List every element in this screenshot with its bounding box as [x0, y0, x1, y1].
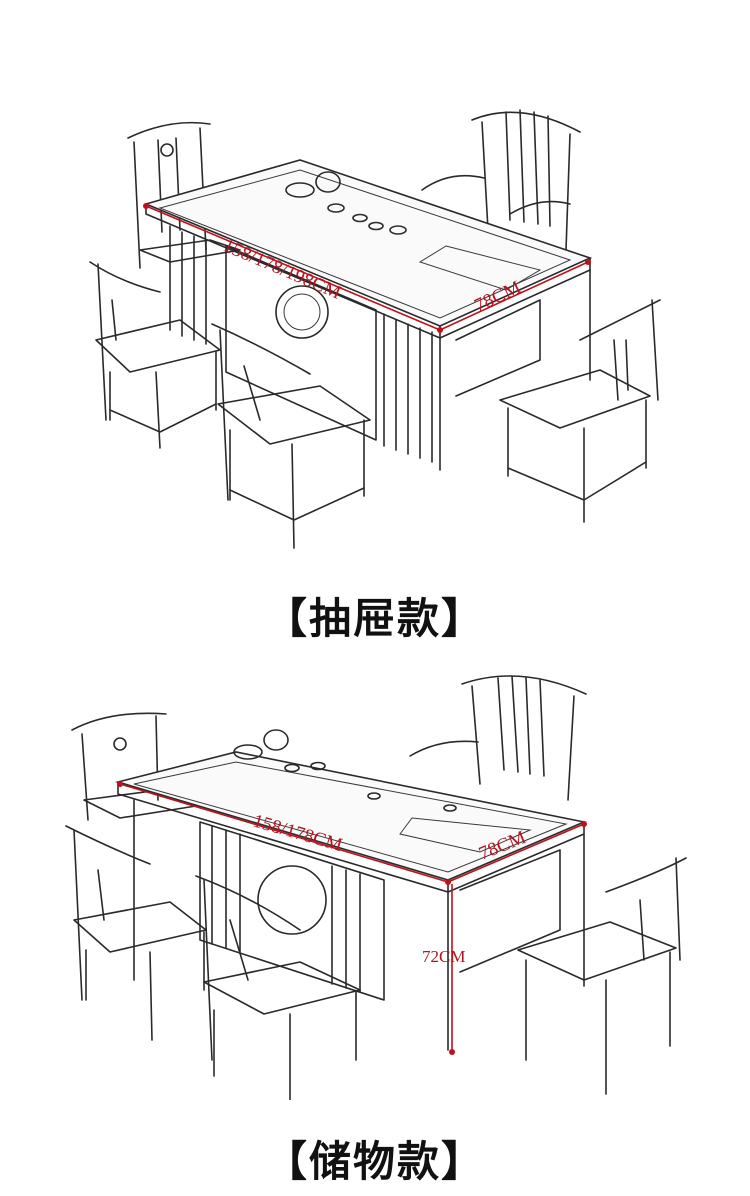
chair-front-left [65, 825, 207, 1041]
chair-front-center [195, 875, 361, 1100]
chair-back-left [71, 712, 197, 821]
drawer-version-caption: 【抽屉款】 [264, 594, 485, 643]
storage-version-caption: 【储物款】 [264, 1137, 485, 1186]
drawer-version-illustration: 158/178/198CM 78CM 【抽屉款】 [89, 109, 661, 643]
tea-table-set-drawing: 158/178CM 78CM 72CM [65, 675, 687, 1100]
storage-version-illustration: 158/178CM 78CM 72CM [0, 660, 750, 1196]
dimension-lines [117, 781, 587, 1055]
height-label: 72CM [422, 947, 465, 966]
chair-front-center [211, 323, 371, 549]
chair-back-right [409, 675, 587, 801]
length-dimension-line [119, 783, 449, 883]
chair-front-right [517, 857, 687, 1095]
length-dimension-line [145, 205, 441, 331]
chair-front-left [89, 261, 221, 449]
chair-back-right [421, 109, 581, 251]
dimension-lines [143, 203, 591, 333]
width-dimension-line [447, 823, 585, 883]
width-dimension-line [439, 261, 589, 331]
chair-front-right [499, 299, 661, 523]
tea-table-set-drawing: 158/178/198CM 78CM [89, 109, 661, 549]
tea-table [114, 729, 587, 1051]
